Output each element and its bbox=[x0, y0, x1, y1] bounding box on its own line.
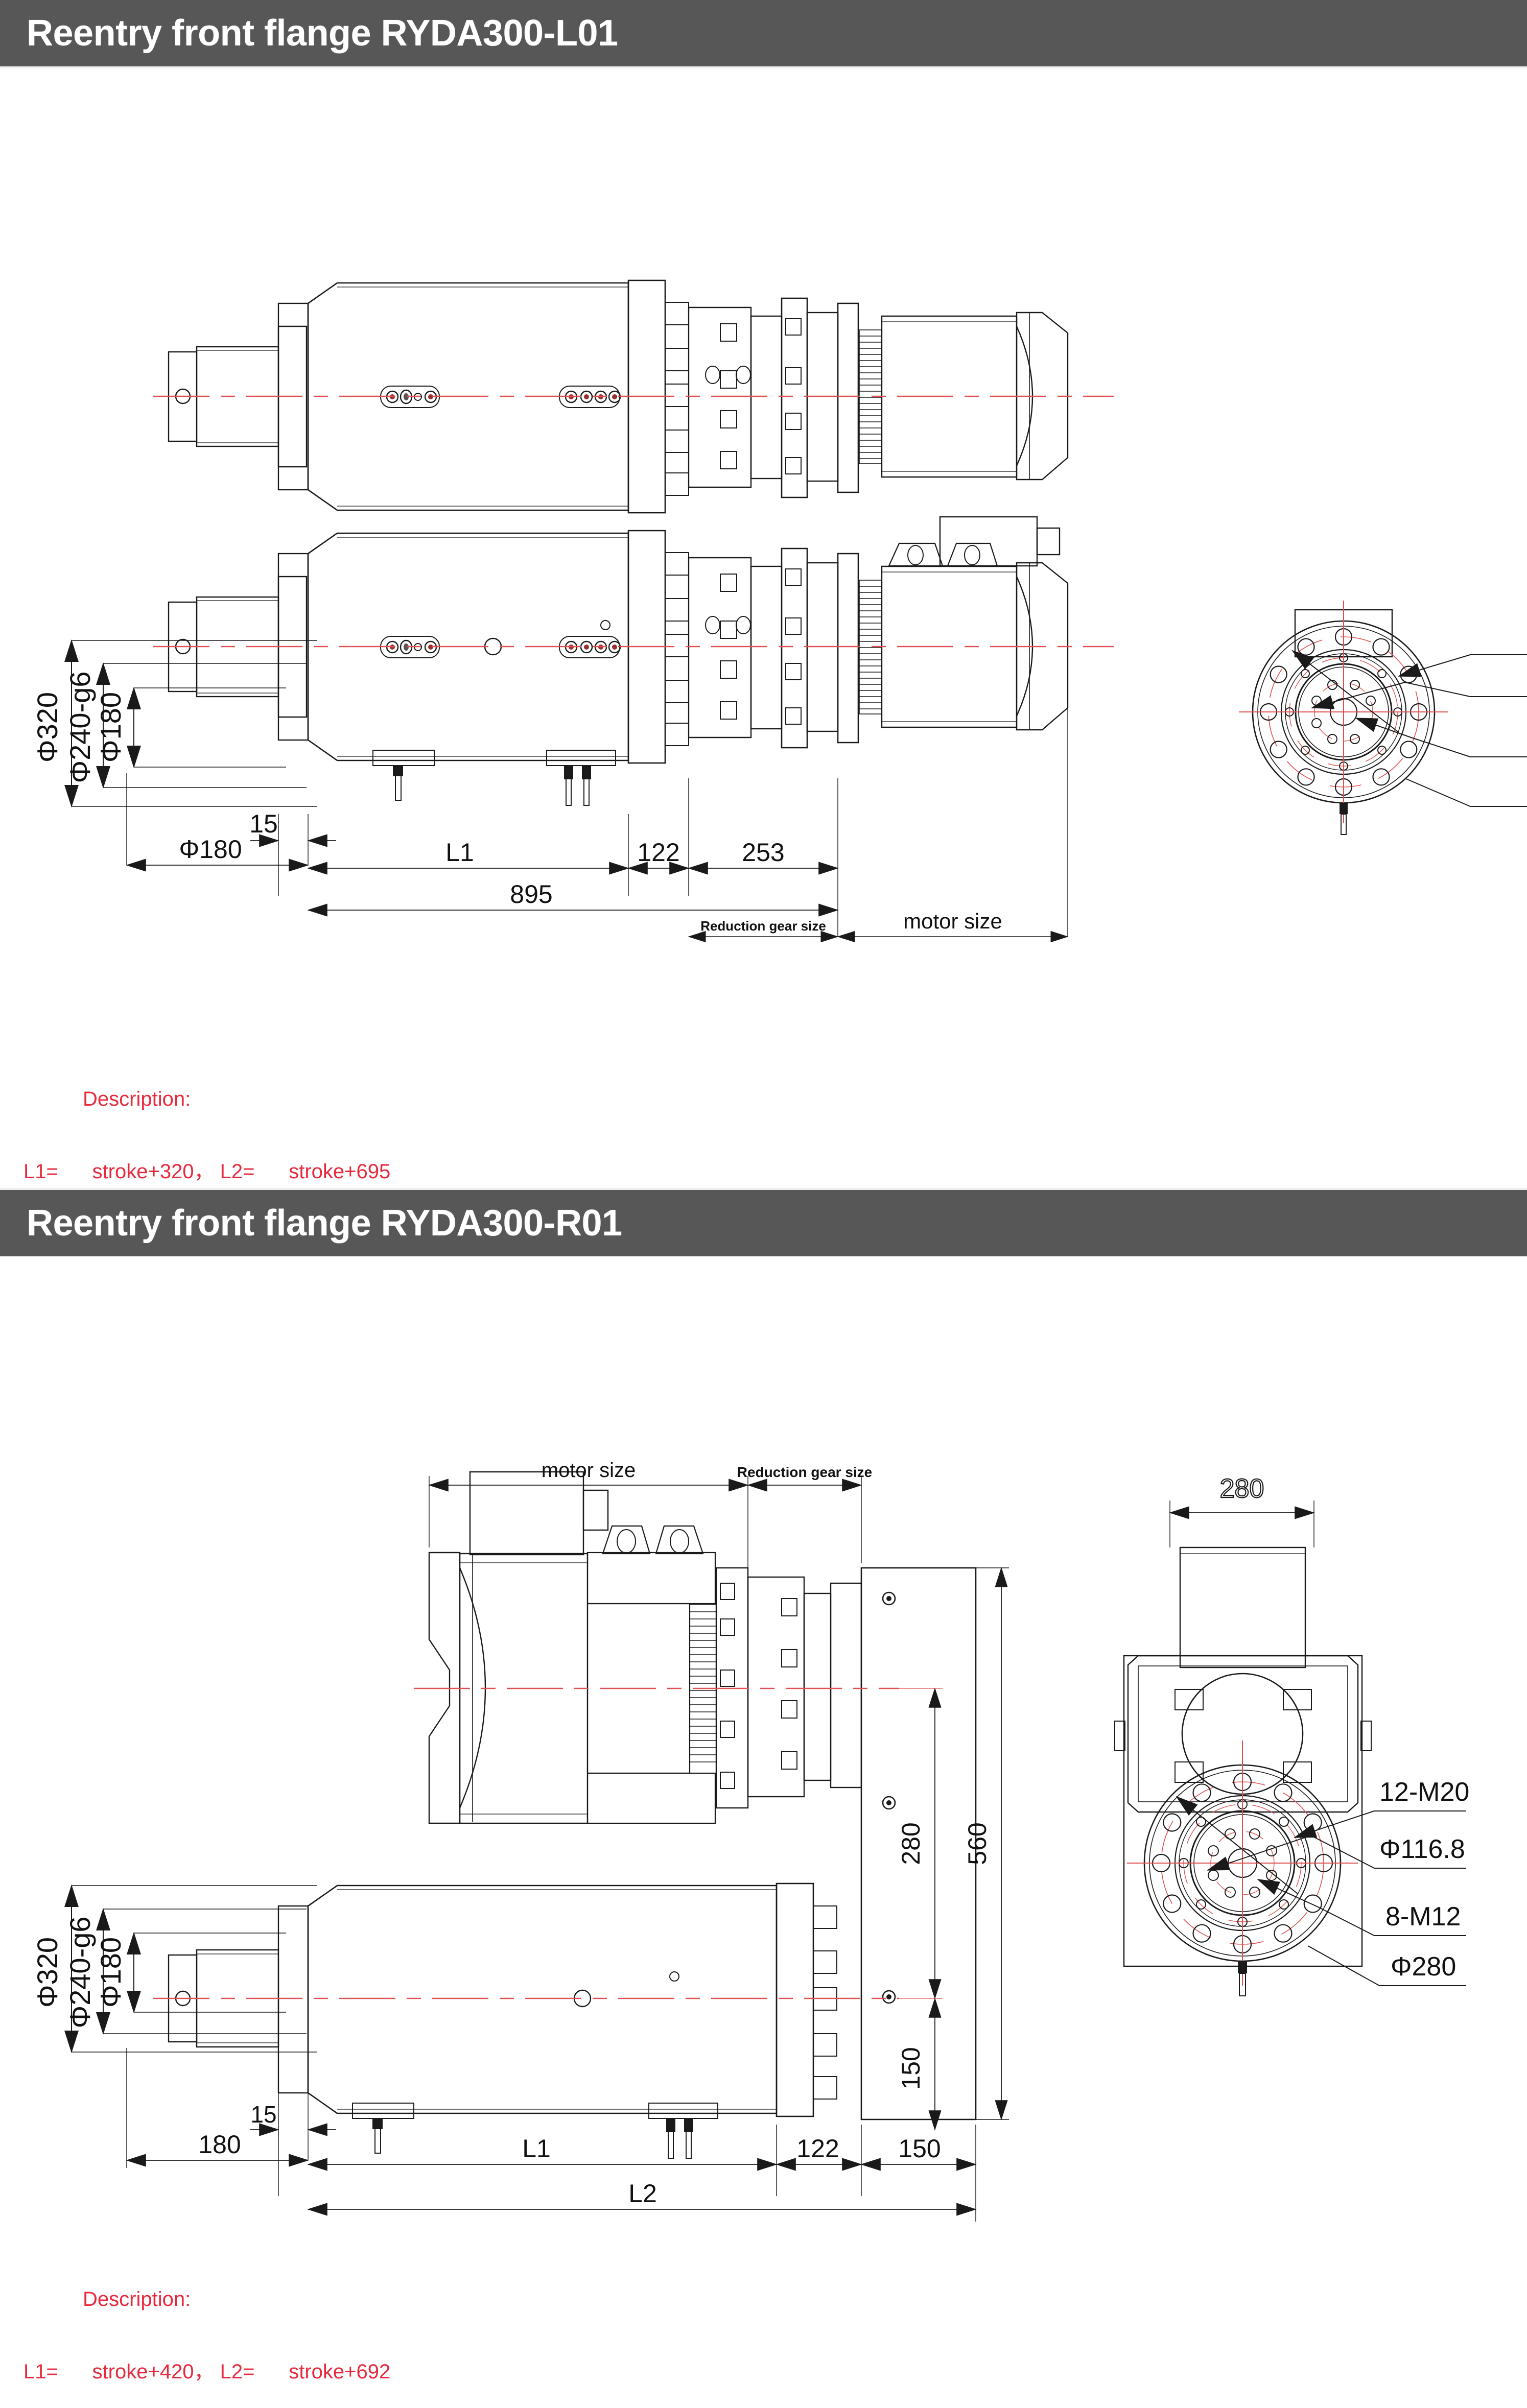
vertical-dimension-group-l01 bbox=[64, 639, 317, 807]
view-front-flange-end-l01 bbox=[1239, 601, 1527, 835]
dim-label-280-endview: 280 bbox=[1220, 1474, 1264, 1504]
description-block-l01: Description: L1= stroke+320， L2= stroke+… bbox=[24, 1039, 390, 1208]
view-motor-assembly-r01 bbox=[414, 1471, 977, 2120]
vertical-dim-group-left-r01 bbox=[64, 1885, 317, 2053]
dim-label-l1: L1 bbox=[445, 838, 474, 867]
view-top-elevation-l01 bbox=[153, 279, 1114, 514]
page-title-l01: Reentry front flange RYDA300-L01 bbox=[27, 13, 618, 54]
technical-drawing-r01: motor size Reduction gear size 280 560 1… bbox=[31, 1459, 1469, 2222]
section-header-r01: Reentry front flange RYDA300-R01 bbox=[0, 1188, 1527, 1256]
zone-dimension-group-r01 bbox=[428, 1476, 862, 1568]
dim-label-253: 253 bbox=[742, 838, 784, 867]
callout-12-m20: 12-M20 bbox=[1379, 1777, 1469, 1807]
dim-label-l2: L2 bbox=[628, 2179, 657, 2208]
dim-label-895: 895 bbox=[510, 880, 552, 909]
section-header-l01: Reentry front flange RYDA300-L01 bbox=[0, 0, 1527, 68]
dim-label-phi320-r01: Φ320 bbox=[31, 1937, 63, 2008]
zone-label-motor-size-r01: motor size bbox=[542, 1459, 636, 1482]
zone-label-motor-size: motor size bbox=[903, 909, 1002, 933]
dim-label-122-r01: 122 bbox=[796, 2134, 839, 2163]
dim-label-280-v: 280 bbox=[897, 1822, 925, 1865]
horizontal-dimension-group-l01 bbox=[126, 676, 1069, 943]
dim-label-phi180-v: Φ180 bbox=[95, 692, 127, 762]
dim-label-phi180-h: Φ180 bbox=[179, 835, 242, 864]
dim-label-15: 15 bbox=[249, 809, 278, 838]
dim-label-15-r01: 15 bbox=[250, 2101, 276, 2128]
zone-label-reduction-gear-size: Reduction gear size bbox=[700, 918, 826, 934]
drawing-sheet-l01: Φ320 Φ240-g6 Φ180 15 Φ180 L1 122 253 bbox=[0, 68, 1527, 1039]
view-front-flange-end-r01: 280 bbox=[1114, 1473, 1466, 1996]
dim-label-180: 180 bbox=[198, 2130, 241, 2159]
description-body-r01: L1= stroke+420， L2= stroke+692 bbox=[24, 2360, 391, 2383]
header-bar-r01: Reentry front flange RYDA300-R01 bbox=[0, 1190, 1527, 1256]
technical-drawing-l01: Φ320 Φ240-g6 Φ180 15 Φ180 L1 122 253 bbox=[31, 279, 1527, 943]
dim-label-phi240g6: Φ240-g6 bbox=[64, 671, 96, 783]
dim-label-150-h: 150 bbox=[898, 2134, 941, 2163]
dim-label-phi180-r01: Φ180 bbox=[95, 1937, 127, 2008]
zone-label-reduction-gear-size-r01: Reduction gear size bbox=[737, 1464, 873, 1480]
description-title-r01: Description: bbox=[83, 2288, 191, 2311]
description-body-l01: L1= stroke+320， L2= stroke+695 bbox=[24, 1160, 391, 1183]
dim-label-122: 122 bbox=[637, 838, 679, 867]
header-bar-l01: Reentry front flange RYDA300-L01 bbox=[0, 0, 1527, 66]
view-bottom-elevation-l01 bbox=[153, 516, 1114, 806]
horizontal-dim-group-r01 bbox=[126, 2048, 977, 2222]
callout-8-m12: 8-M12 bbox=[1385, 1902, 1461, 1932]
drawing-sheet-r01: motor size Reduction gear size 280 560 1… bbox=[0, 1261, 1527, 2232]
page-title-r01: Reentry front flange RYDA300-R01 bbox=[27, 1203, 622, 1244]
callout-phi116-8: Φ116.8 bbox=[1379, 1834, 1465, 1864]
callout-phi280: Φ280 bbox=[1391, 1952, 1456, 1982]
dim-label-phi320: Φ320 bbox=[31, 692, 63, 762]
dim-label-phi240g6-r01: Φ240-g6 bbox=[64, 1916, 96, 2028]
dim-label-560: 560 bbox=[963, 1822, 992, 1865]
description-block-r01: Description: L1= stroke+420， L2= stroke+… bbox=[24, 2239, 390, 2408]
header-overline-r01 bbox=[0, 1188, 1527, 1190]
header-underline-l01 bbox=[0, 66, 1527, 68]
view-actuator-body-r01 bbox=[153, 1882, 899, 2159]
vertical-dim-group-right-r01 bbox=[899, 1567, 1009, 2131]
dim-label-l1-r01: L1 bbox=[522, 2134, 551, 2163]
dim-label-150-v: 150 bbox=[897, 2047, 925, 2089]
description-title-l01: Description: bbox=[83, 1088, 191, 1111]
